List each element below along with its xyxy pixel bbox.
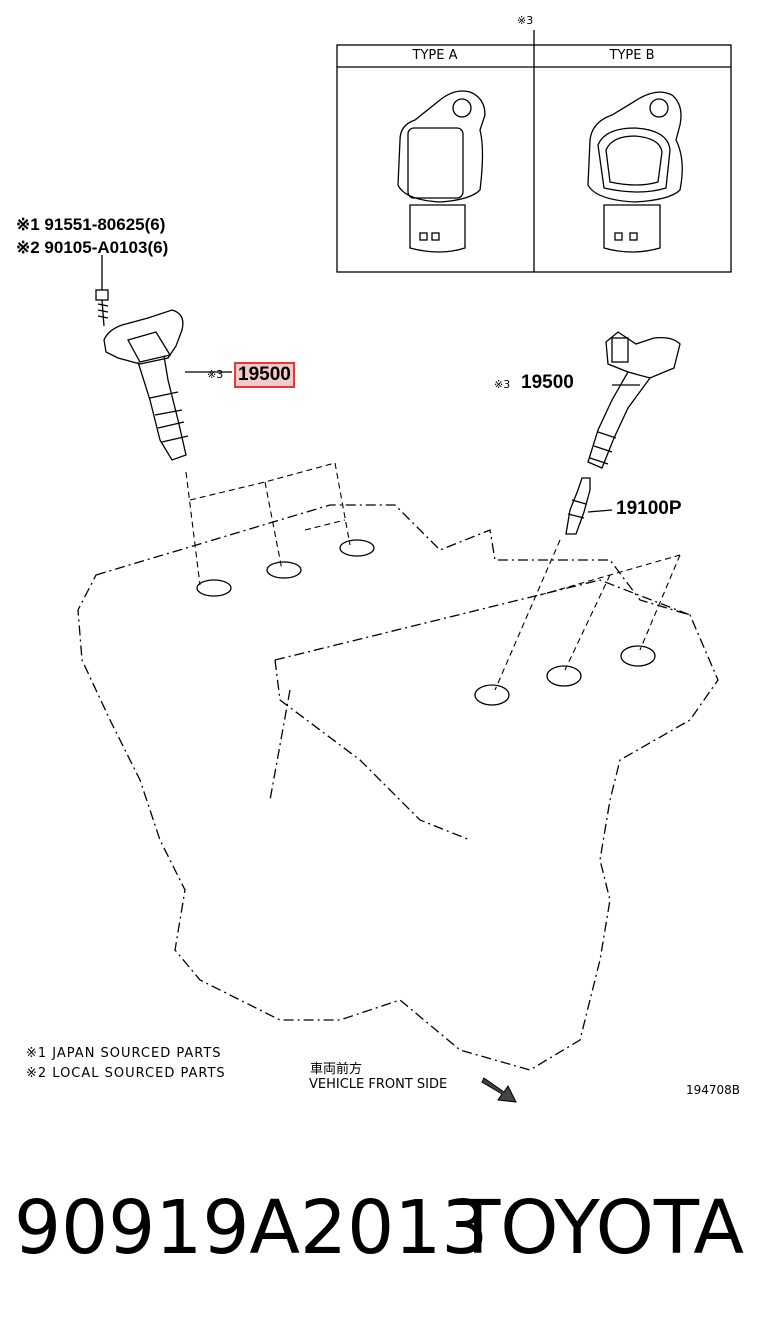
inset-note-mark: ※3: [517, 14, 534, 27]
coil-right-part-callout[interactable]: 19500: [521, 372, 574, 393]
spark-plug-icon: [565, 477, 613, 535]
part-number-title: 90919A2013: [14, 1185, 489, 1271]
legend-note-2: ※2 LOCAL SOURCED PARTS: [26, 1066, 226, 1081]
diagram-code: 194708B: [686, 1083, 741, 1097]
leader-lines-left: [185, 462, 351, 586]
type-b-header: TYPE B: [609, 48, 655, 63]
bolt-local-callout[interactable]: ※2 90105-A0103(6): [16, 238, 169, 257]
type-b-coil-icon: [587, 91, 683, 253]
ignition-coil-left: [103, 309, 232, 461]
bolt-icon: [95, 255, 109, 327]
leader-lines-right: [494, 539, 681, 691]
engine-outline: [77, 504, 719, 1071]
bolt-japan-callout[interactable]: ※1 91551-80625(6): [16, 215, 166, 234]
legend-note-1: ※1 JAPAN SOURCED PARTS: [26, 1046, 222, 1061]
brand-name: TOYOTA: [455, 1185, 744, 1271]
vehicle-front-arrow-icon: [481, 1077, 517, 1103]
ignition-coil-right: [587, 331, 681, 469]
coil-type-inset: [336, 30, 732, 273]
coil-left-mark: ※3: [207, 368, 224, 381]
spark-plug-part-callout[interactable]: 19100P: [616, 498, 682, 519]
front-side-jp: 車両前方: [310, 1062, 363, 1077]
type-a-coil-icon: [397, 90, 486, 253]
coil-left-part-callout[interactable]: 19500: [234, 362, 295, 388]
spark-plug-holes-left: [196, 539, 375, 597]
spark-plug-holes-right: [474, 645, 656, 706]
type-a-header: TYPE A: [412, 48, 458, 63]
front-side-en: VEHICLE FRONT SIDE: [309, 1077, 448, 1092]
coil-right-mark: ※3: [494, 378, 511, 391]
